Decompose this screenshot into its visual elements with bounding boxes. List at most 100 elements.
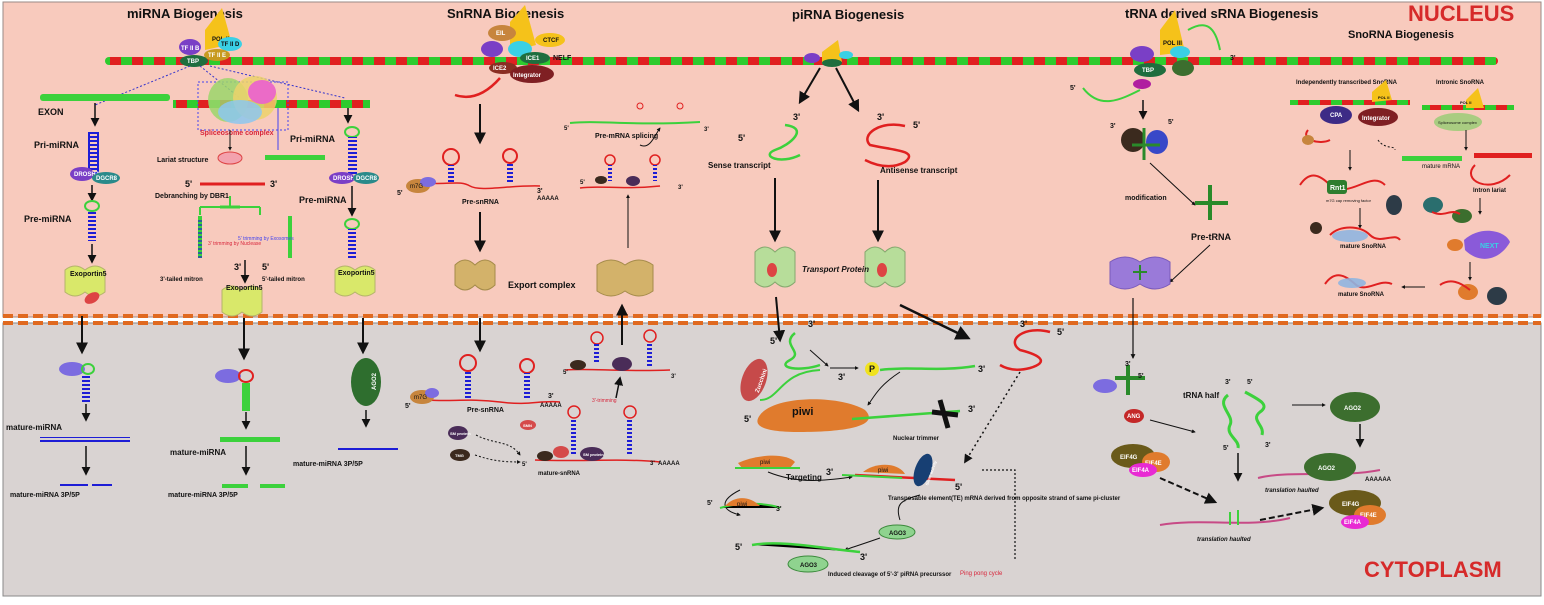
pre-mirna-left-label: Pre-miRNA <box>24 214 72 224</box>
snorna-mature-mrna: mature mRNA <box>1422 164 1460 170</box>
tailed5-label: 5'-tailed mitron <box>262 277 305 283</box>
snrna-promoter-complex: EIL CTCF ICE1 ICE2 NELF Integrator <box>481 5 572 83</box>
mirna-right-path: Pri-miRNA DROSHA DGCR8 Pre-miRNA Exoport… <box>290 108 379 297</box>
mature2-3p5p-label: mature-miRNA 3P/5P <box>168 492 238 499</box>
snorna-panel: Independently transcribed SnoRNA Introni… <box>1290 80 1532 305</box>
trna-cytoplasm: 3' 5' ANG tRNA half 3' 5' 5' 3' AGO2 AGO… <box>1093 361 1392 543</box>
exportin-a-label: Exoportin5 <box>70 271 107 278</box>
trna-aaaaa: AAAAAA <box>1365 477 1392 483</box>
mature3-3p5p-label: mature-miRNA 3P/5P <box>293 461 363 468</box>
pi-cyt-3d: 3' <box>968 404 975 414</box>
trim5-label: 5' trimming by Exosomes <box>238 236 294 242</box>
tbp-trna: TBP <box>1142 68 1154 74</box>
piwi-small-1: piwi <box>760 460 770 466</box>
snrna-prime3-3: 3' <box>548 393 554 400</box>
tmg-1: TMG <box>455 453 464 458</box>
nuclear-trimmer-label: Nuclear trimmer <box>893 436 940 442</box>
piwi-label: piwi <box>792 406 813 418</box>
trna-prime3-top: 3' <box>1230 55 1236 62</box>
splice-prime3: 3' <box>704 127 709 133</box>
pi-cyt-3h: 3' <box>860 552 867 562</box>
ago2-trna-a: AGO2 <box>1344 406 1362 412</box>
exportin-c-label: Exoportin5 <box>338 270 375 277</box>
ago3-b: AGO3 <box>800 563 818 569</box>
snorna-integrator: Integrator <box>1362 116 1391 122</box>
trna-half-label: tRNA half <box>1183 391 1219 400</box>
pi-cyt-5h: 5' <box>735 542 742 552</box>
snorna-pol2-b: POL II <box>1460 100 1471 105</box>
nucleus-label: NUCLEUS <box>1408 1 1514 26</box>
snrna-prime3-1: 3' <box>537 188 543 195</box>
title-trna: tRNA derived sRNA Biogenesis <box>1125 6 1318 21</box>
pi-cyt-3f: 3' <box>826 467 833 477</box>
snrna-prime3-2: 3' <box>678 185 683 191</box>
snorna-next: NEXT <box>1480 243 1499 250</box>
eif4a-a: EIF4A <box>1132 468 1150 474</box>
m7g-label-1: m7G <box>410 184 423 190</box>
trna-nucleus-path: 3' 5' modification Pre-tRNA <box>1109 100 1232 359</box>
eif4g-a: EIF4G <box>1120 455 1138 461</box>
title-snorna: SnoRNA Biogenesis <box>1348 29 1454 41</box>
aaaaa-1: AAAAA <box>537 196 559 202</box>
title-mirna: miRNA Biogenesis <box>127 6 243 21</box>
mirna-promoter-complex: POL II TF II B TF II D TF II E TBP <box>179 8 242 67</box>
sm-protein-1: SM protein <box>450 431 471 436</box>
snrna-ctcf-label: CTCF <box>543 38 559 44</box>
pirna-anti-5: 5' <box>913 120 920 130</box>
pi-cyt-3b: 3' <box>838 372 845 382</box>
export-complex-label: Export complex <box>508 280 576 290</box>
eif4e-a: EIF4E <box>1145 461 1162 467</box>
pri-mirna-left-label: Pri-miRNA <box>34 140 80 150</box>
tf2d-label: TF II D <box>221 42 240 48</box>
trna-cyt-3a: 3' <box>1125 361 1131 368</box>
prime-5-mitron: 5' <box>185 179 192 189</box>
snrna-nucleus-path: m7G 5' 3' AAAAA Pre-snRNA Export complex… <box>397 77 709 297</box>
tf2b-label: TF II B <box>181 46 200 52</box>
induced-cleavage-label: Induced cleavage of 5'-3' piRNA precurss… <box>828 572 952 578</box>
mirtron-pathway: Spliceosome complex Lariat structure 5' … <box>155 76 370 317</box>
tbp-label: TBP <box>187 59 199 65</box>
snorna-intronic-label: Intronic SnoRNA <box>1436 80 1485 86</box>
drosha-right-label: DROSHA <box>333 176 360 182</box>
mature2-label: mature-miRNA <box>170 448 226 457</box>
modification-label: modification <box>1125 195 1167 202</box>
translation-halted-2: translation haulted <box>1197 537 1251 543</box>
mature-snrna-label: mature-snRNA <box>538 471 581 477</box>
pre-trna-label: Pre-tRNA <box>1191 232 1232 242</box>
cytoplasm-label: CYTOPLASM <box>1364 557 1502 582</box>
splice-prime5: 5' <box>564 126 569 132</box>
pirna-sense-5: 5' <box>738 133 745 143</box>
ago2-trna-b: AGO2 <box>1318 466 1336 472</box>
snorna-mature-1: mature SnoRNA <box>1340 244 1387 250</box>
targeting-label: Targeting <box>786 473 822 482</box>
snorna-spliceosome: Spliceosome complex <box>1438 120 1477 125</box>
lariat-label: Lariat structure <box>157 157 208 164</box>
snrna-nelf-label: NELF <box>553 55 572 62</box>
tailed3-label: 3'-tailed mitron <box>160 277 203 283</box>
ago3-a: AGO3 <box>889 531 907 537</box>
snorna-mature-2: mature SnoRNA <box>1338 292 1385 298</box>
pre-snrna-1-label: Pre-snRNA <box>462 199 499 206</box>
snorna-intron-lariat: Intron lariat <box>1473 188 1506 194</box>
snrna-prime5-3: 5' <box>405 403 411 410</box>
mature1-label: mature-miRNA <box>6 423 62 432</box>
trimming-label: 3'-trimming <box>592 398 617 404</box>
drosha-left-label: DROSHA <box>74 172 101 178</box>
pirna-anti-3: 3' <box>877 112 884 122</box>
eif4a-b: EIF4A <box>1344 520 1362 526</box>
antisense-label: Antisense transcript <box>880 166 958 175</box>
piwi-small-2: piwi <box>878 468 888 474</box>
mature1-3p5p-label: mature-miRNA 3P/5P <box>10 492 80 499</box>
snrna-prime5-2: 5' <box>580 180 585 186</box>
translation-halted-1: translation haulted <box>1265 488 1319 494</box>
snrna-integrator-label: Integrator <box>513 73 542 79</box>
snorna-independent-label: Independently transcribed SnoRNA <box>1296 80 1398 86</box>
aaaaa-3: AAAAA <box>658 461 680 467</box>
pre-mrna-splicing-label: Pre-mRNA splicing <box>595 133 658 140</box>
p-label: P <box>869 364 875 374</box>
snrna-ice2-label: ICE2 <box>493 66 507 72</box>
title-snrna: SnRNA Biogenesis <box>447 6 564 21</box>
snrna-prime3-5: 3' <box>671 374 676 380</box>
snorna-cap-removing: m7G cap removing factor <box>1326 198 1372 203</box>
